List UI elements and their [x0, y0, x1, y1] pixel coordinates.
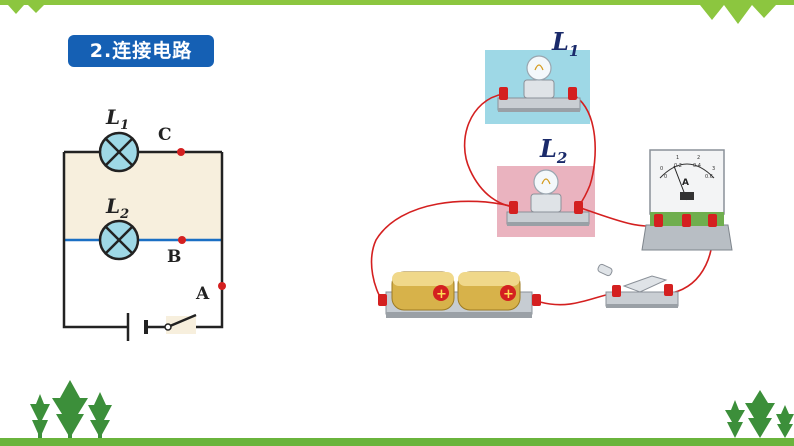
battery-device: + + — [378, 271, 541, 318]
ammeter-subtick-3: 0.6 — [705, 174, 713, 180]
schematic-diagram: L1 L2 C B A — [62, 105, 226, 341]
section-title: 2.连接电路 — [68, 35, 214, 67]
top-decor-bar — [0, 0, 794, 5]
physical-circuit: L1 L2 A 0 1 2 3 0 0.2 0.4 0.6 — [370, 27, 733, 318]
point-c-dot — [177, 148, 185, 156]
bottom-decor-bar — [0, 438, 794, 446]
switch-device — [597, 263, 679, 308]
ammeter-tick-0: 0 — [660, 166, 663, 172]
point-b-dot — [178, 236, 186, 244]
switch-shade — [166, 316, 196, 334]
wire-battery-switch — [539, 292, 615, 306]
lamp-l1-device — [497, 55, 581, 112]
photo-lamp-l2-label: L2 — [539, 134, 567, 167]
wire-l2-battery — [370, 200, 515, 301]
ammeter-subtick-2: 0.4 — [693, 163, 701, 169]
ammeter-tick-2: 2 — [697, 155, 700, 161]
battery-plus-1: + — [436, 287, 447, 302]
switch-pivot — [164, 323, 172, 331]
schematic-shaded-region — [64, 152, 222, 240]
point-a-label: A — [195, 284, 210, 304]
ammeter-subtick-1: 0.2 — [674, 163, 682, 169]
lamp-l2-device — [506, 169, 590, 226]
lamp-l1-label: L1 — [105, 105, 129, 133]
ammeter-tick-1: 1 — [676, 155, 679, 161]
ammeter-device: A 0 1 2 3 0 0.2 0.4 0.6 — [641, 149, 733, 251]
point-b-label: B — [167, 247, 181, 267]
switch-lever — [169, 313, 197, 328]
photo-lamp-l1-label: L1 — [551, 27, 579, 60]
ammeter-unit: A — [682, 178, 689, 188]
ammeter-subtick-0: 0 — [664, 174, 667, 180]
lamp-l2-symbol — [98, 219, 140, 261]
battery-plus-2: + — [503, 287, 514, 302]
point-c-label: C — [158, 125, 172, 145]
point-a-dot — [218, 282, 226, 290]
lamp-l2-label: L2 — [105, 194, 129, 222]
ammeter-tick-3: 3 — [712, 166, 715, 172]
wire-main-loop — [62, 152, 224, 329]
wire-l1-l2-left — [463, 93, 515, 208]
lamp-l1-symbol — [98, 131, 140, 173]
